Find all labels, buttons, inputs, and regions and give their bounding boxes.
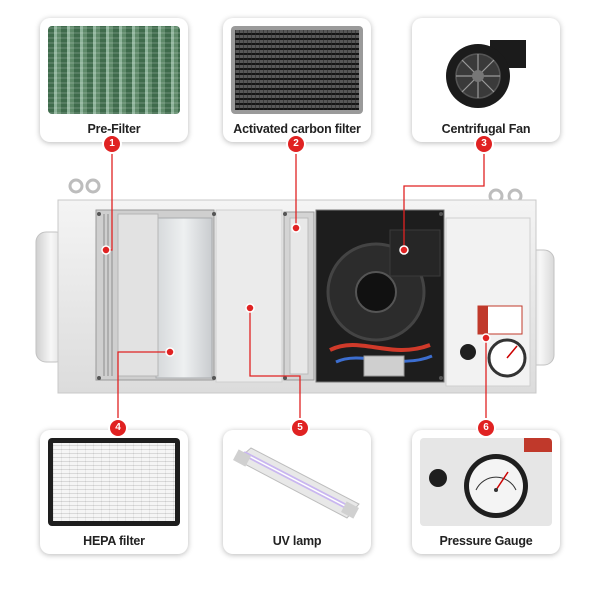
centrifugal-fan-image bbox=[420, 26, 552, 114]
marker-dot-1 bbox=[101, 245, 111, 255]
component-label: Pre-Filter bbox=[87, 122, 141, 136]
component-card-pre-filter: Pre-Filter bbox=[40, 18, 188, 142]
component-card-pressure-gauge: Pressure Gauge bbox=[412, 430, 560, 554]
leader-line-5 bbox=[249, 308, 301, 418]
pre-filter-image bbox=[48, 26, 180, 114]
callout-number-1: 1 bbox=[104, 136, 120, 152]
leader-line-4 bbox=[117, 351, 168, 418]
marker-dot-5 bbox=[245, 303, 255, 313]
component-label: HEPA filter bbox=[83, 534, 145, 548]
callout-number-5: 5 bbox=[292, 420, 308, 436]
marker-dot-4 bbox=[165, 347, 175, 357]
component-card-hepa-filter: HEPA filter bbox=[40, 430, 188, 554]
callout-number-4: 4 bbox=[110, 420, 126, 436]
carbon-filter-image bbox=[231, 26, 363, 114]
uv-lamp-icon bbox=[233, 447, 360, 519]
component-label: Pressure Gauge bbox=[439, 534, 533, 548]
gauge-icon bbox=[420, 438, 552, 526]
component-card-centrifugal-fan: Centrifugal Fan bbox=[412, 18, 560, 142]
component-card-uv-lamp: UV lamp bbox=[223, 430, 371, 554]
uv-lamp-image bbox=[231, 438, 363, 526]
hepa-filter-image bbox=[48, 438, 180, 526]
callout-number-2: 2 bbox=[288, 136, 304, 152]
leader-line-1 bbox=[106, 152, 113, 251]
callout-number-6: 6 bbox=[478, 420, 494, 436]
component-label: Centrifugal Fan bbox=[441, 122, 531, 136]
leader-line-3 bbox=[403, 152, 485, 248]
component-label: UV lamp bbox=[272, 534, 322, 548]
marker-dot-2 bbox=[291, 223, 301, 233]
control-knob bbox=[460, 344, 476, 360]
component-label: Activated carbon filter bbox=[233, 122, 361, 136]
pressure-gauge-image bbox=[420, 438, 552, 526]
fan-icon bbox=[446, 40, 526, 108]
component-card-activated-carbon-filter: Activated carbon filter bbox=[223, 18, 371, 142]
callout-number-3: 3 bbox=[476, 136, 492, 152]
marker-dot-6 bbox=[481, 333, 491, 343]
marker-dot-3 bbox=[399, 245, 409, 255]
